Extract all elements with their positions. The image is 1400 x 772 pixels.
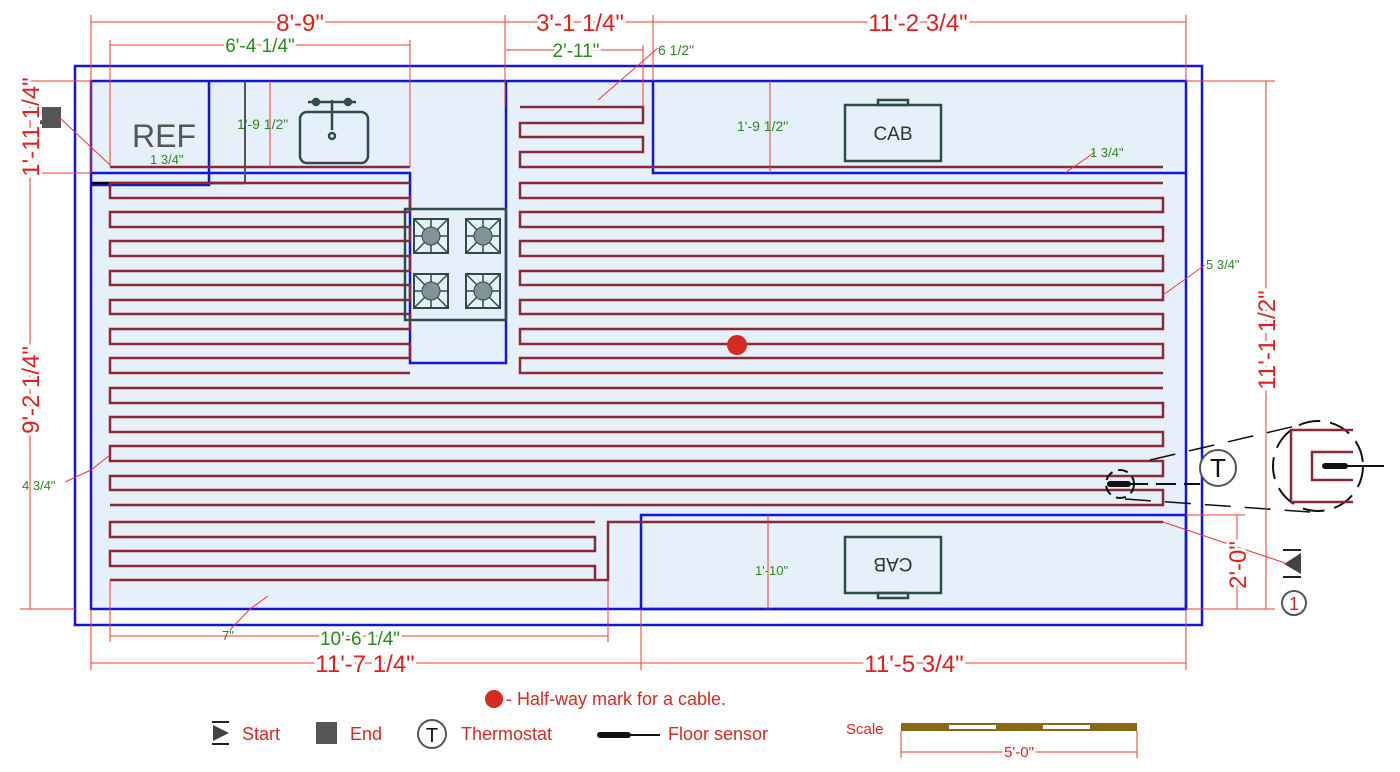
svg-text:1 3/4": 1 3/4" xyxy=(1090,145,1124,160)
heating-cable xyxy=(108,105,1165,582)
refrigerator-label: REF xyxy=(132,118,196,154)
svg-text:6 1/2": 6 1/2" xyxy=(658,42,694,58)
svg-text:11'-2 3/4": 11'-2 3/4" xyxy=(868,10,967,37)
start-legend-icon xyxy=(212,721,229,745)
cable-end-icon xyxy=(40,107,61,128)
svg-text:T: T xyxy=(426,725,438,747)
dimension-lines xyxy=(20,15,1275,670)
svg-text:1'-11 1/4": 1'-11 1/4" xyxy=(18,77,45,176)
burner-cap-icon xyxy=(473,281,493,301)
legend: - Half-way mark for a cable. Start End T… xyxy=(212,689,1138,764)
subdimension-labels: 6'-4 1/4" 2'-11" 6 1/2" 1'-9 1/2" 1'-9 1… xyxy=(22,34,1240,653)
burner-cap-icon xyxy=(421,281,441,301)
svg-text:11'-1 1/2": 11'-1 1/2" xyxy=(1254,290,1281,389)
svg-text:1'-9 1/2": 1'-9 1/2" xyxy=(737,118,788,134)
svg-text:2'-11": 2'-11" xyxy=(553,41,600,62)
dimension-labels: 8'-9" 3'-1 1/4" 11'-2 3/4" 11'-7 1/4" 11… xyxy=(15,7,1284,681)
halfway-mark xyxy=(727,335,747,355)
cable-start-icon: 1 xyxy=(1162,521,1307,616)
halfway-legend-icon xyxy=(485,690,503,708)
end-legend-label: End xyxy=(350,724,382,744)
svg-text:10'-6 1/4": 10'-6 1/4" xyxy=(320,629,400,650)
svg-text:9'-2 1/4": 9'-2 1/4" xyxy=(18,346,45,434)
svg-text:3'-1 1/4": 3'-1 1/4" xyxy=(536,10,624,37)
end-legend-icon xyxy=(316,722,337,744)
svg-text:8'-9": 8'-9" xyxy=(276,10,324,37)
svg-text:1: 1 xyxy=(1289,594,1299,614)
svg-text:2'-0": 2'-0" xyxy=(1225,541,1252,589)
svg-text:T: T xyxy=(1210,453,1226,483)
svg-text:7": 7" xyxy=(222,628,234,643)
burner-cap-icon xyxy=(421,226,441,246)
cabinet-bottom-label: CAB xyxy=(873,553,912,574)
svg-text:5 3/4": 5 3/4" xyxy=(1206,257,1240,272)
thermostat-icon: T xyxy=(1199,449,1237,487)
burner-cap-icon xyxy=(473,226,493,246)
floor-sensor-detail xyxy=(1105,420,1384,513)
halfway-legend-label: - Half-way mark for a cable. xyxy=(506,689,726,709)
svg-text:11'-5 3/4": 11'-5 3/4" xyxy=(864,651,963,678)
cabinet-bottom: CAB xyxy=(843,535,943,600)
svg-text:1'-9 1/2": 1'-9 1/2" xyxy=(237,116,288,132)
cabinet-top-label: CAB xyxy=(873,124,912,145)
scale-label: Scale xyxy=(846,721,884,738)
thermostat-legend-label: Thermostat xyxy=(461,724,552,744)
sink-icon xyxy=(298,97,370,165)
svg-text:6'-4 1/4": 6'-4 1/4" xyxy=(225,36,295,57)
svg-text:4 3/4": 4 3/4" xyxy=(22,478,56,493)
scale-bar xyxy=(900,723,1138,758)
scale-length: 5'-0" xyxy=(1004,744,1034,761)
svg-text:11'-7 1/4": 11'-7 1/4" xyxy=(315,651,414,678)
stove-icon xyxy=(403,207,508,322)
svg-text:1'-10": 1'-10" xyxy=(755,563,789,578)
thermostat-legend-icon: T xyxy=(417,719,447,749)
start-legend-label: Start xyxy=(242,724,280,744)
floor-sensor-legend-label: Floor sensor xyxy=(668,724,768,744)
cabinet-top: CAB xyxy=(843,98,943,163)
svg-text:1 3/4": 1 3/4" xyxy=(150,152,184,167)
